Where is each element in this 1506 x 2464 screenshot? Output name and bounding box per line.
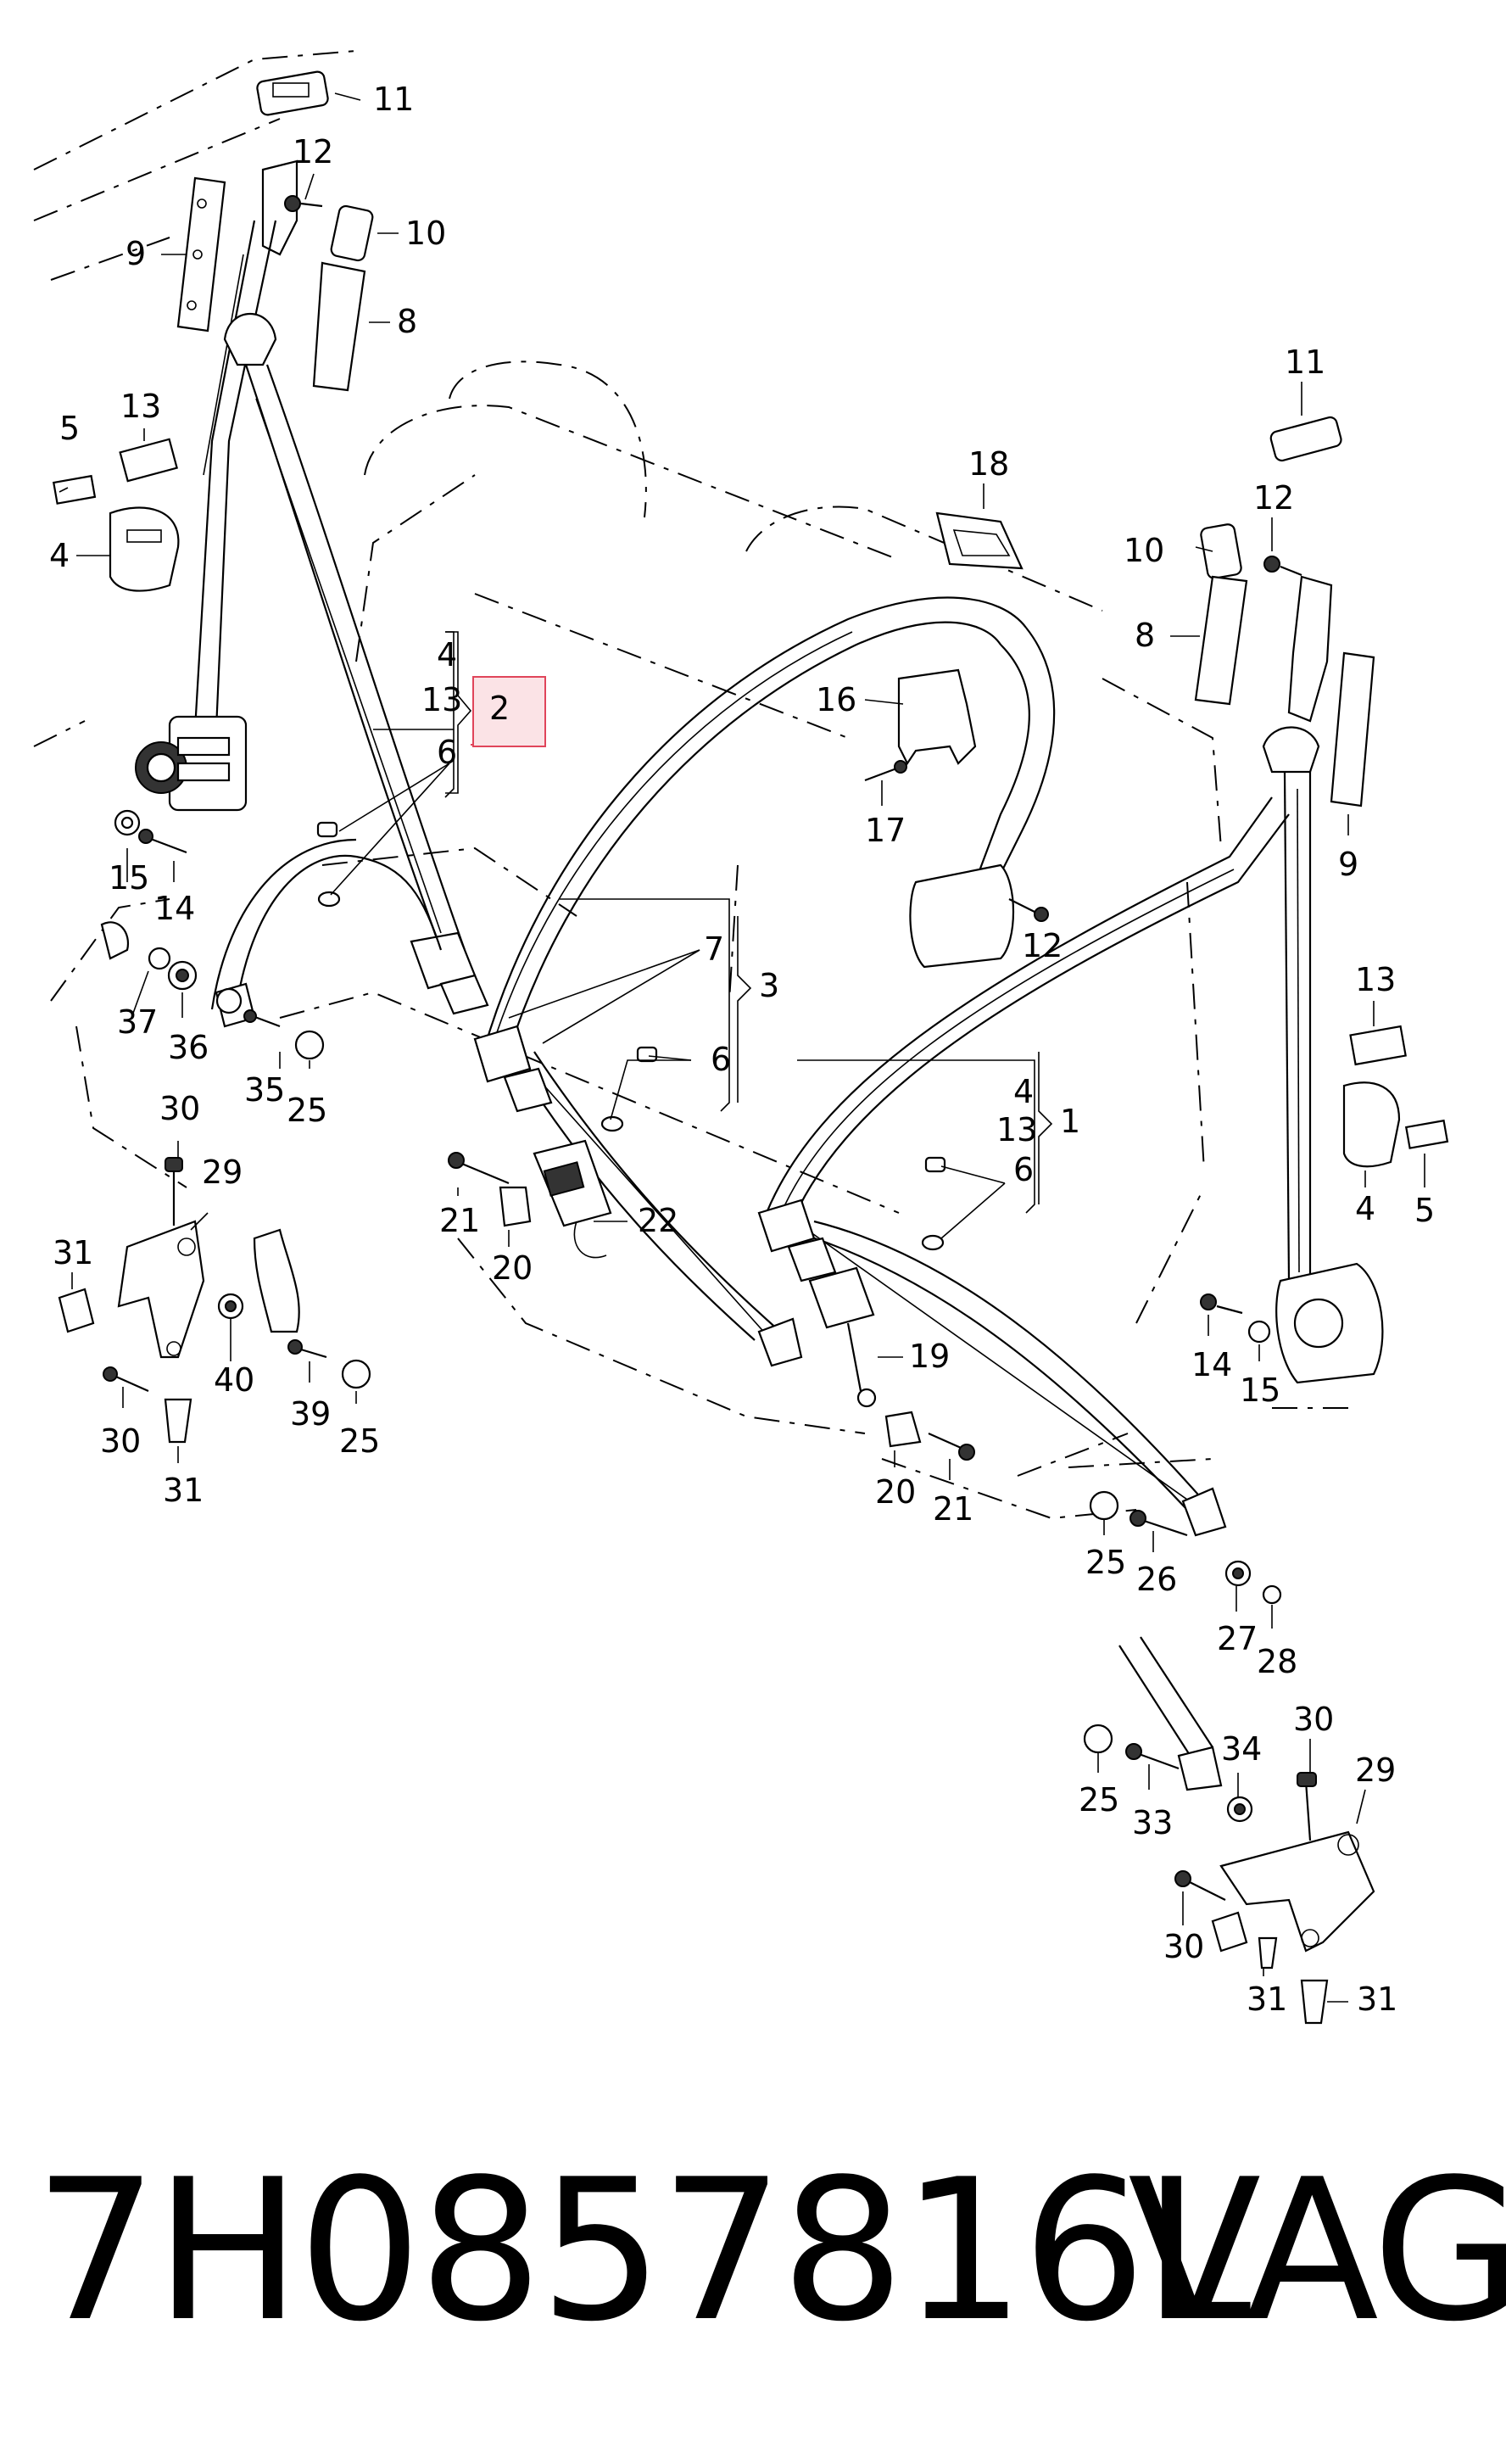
- callout-6: 6: [711, 1041, 731, 1078]
- right-belt-assembly: [757, 575, 1384, 1791]
- callout-12: 12: [293, 133, 333, 170]
- callout-18: 18: [968, 445, 1009, 483]
- callout-27: 27: [1217, 1620, 1258, 1657]
- callout-26: 26: [1136, 1561, 1177, 1598]
- callout-21: 21: [439, 1202, 480, 1239]
- callout-labels: 11 12 10 9 8 5 13 4 4 13 2 6 15 14 37 36…: [49, 81, 1435, 2018]
- callout-11: 11: [373, 81, 414, 118]
- callout-35: 35: [244, 1071, 285, 1109]
- callout-28: 28: [1257, 1643, 1297, 1680]
- callout-9: 9: [126, 235, 146, 272]
- right-trim-parts: [1083, 416, 1449, 2025]
- callout-8: 8: [1135, 617, 1155, 654]
- highlight-callout-2: [471, 676, 546, 747]
- callout-30: 30: [100, 1422, 141, 1460]
- leader-lines: [59, 92, 1425, 2003]
- callout-8: 8: [397, 303, 417, 340]
- callout-40: 40: [214, 1361, 254, 1399]
- callout-15: 15: [1240, 1372, 1280, 1409]
- callout-10: 10: [1124, 532, 1164, 569]
- callout-30: 30: [1163, 1928, 1204, 1965]
- callout-30: 30: [159, 1090, 200, 1127]
- callout-25: 25: [1079, 1781, 1119, 1819]
- bracket-4-13-6: [445, 631, 472, 794]
- callout-31: 31: [163, 1472, 204, 1509]
- callout-13: 13: [421, 681, 462, 718]
- callout-3: 3: [759, 967, 779, 1004]
- callout-13: 13: [1355, 961, 1396, 998]
- callout-13: 13: [120, 388, 161, 425]
- callout-1: 1: [1060, 1103, 1080, 1140]
- callout-33: 33: [1132, 1804, 1173, 1841]
- callout-12: 12: [1022, 927, 1063, 964]
- callout-6: 6: [437, 734, 457, 771]
- callout-39: 39: [290, 1395, 331, 1433]
- callout-4: 4: [1355, 1190, 1375, 1227]
- callout-5: 5: [1414, 1192, 1435, 1229]
- callout-36: 36: [168, 1029, 209, 1066]
- anchor-pins: [316, 821, 946, 1251]
- callout-29: 29: [1355, 1752, 1396, 1789]
- callout-19: 19: [909, 1338, 950, 1375]
- callout-14: 14: [154, 890, 195, 927]
- callout-31: 31: [1247, 1981, 1287, 2018]
- callout-10: 10: [405, 215, 446, 252]
- left-trim-parts: [52, 70, 374, 854]
- bracket-4-13-1: [1038, 1052, 1053, 1204]
- callout-25: 25: [1085, 1544, 1126, 1581]
- callout-14: 14: [1191, 1346, 1232, 1383]
- callout-20: 20: [492, 1249, 533, 1287]
- callout-30: 30: [1293, 1701, 1334, 1738]
- callout-22: 22: [638, 1202, 678, 1239]
- callout-13: 13: [996, 1111, 1037, 1148]
- vehicle-outline: [33, 50, 1357, 1520]
- callout-25: 25: [339, 1422, 380, 1460]
- callout-12: 12: [1253, 479, 1294, 517]
- callout-2: 2: [489, 690, 510, 727]
- callout-6: 6: [1013, 1151, 1034, 1188]
- callout-9: 9: [1338, 846, 1358, 883]
- seat-belt-exploded-diagram: 11 12 10 9 8 5 13 4 4 13 2 6 15 14 37 36…: [33, 50, 1449, 2025]
- callout-16: 16: [816, 681, 856, 718]
- brand-name: VAG: [1128, 2138, 1506, 2365]
- callout-15: 15: [109, 859, 149, 897]
- callout-21: 21: [933, 1490, 973, 1528]
- callout-7: 7: [704, 930, 724, 968]
- part-number: 7H0857816L: [34, 2138, 1252, 2365]
- callout-31: 31: [53, 1234, 93, 1271]
- callout-34: 34: [1221, 1730, 1262, 1768]
- callout-17: 17: [865, 812, 906, 849]
- centre-belt-assembly: [448, 511, 1056, 1367]
- callout-5: 5: [59, 410, 80, 447]
- callout-11: 11: [1285, 344, 1325, 381]
- callout-31: 31: [1357, 1981, 1397, 2018]
- callout-37: 37: [117, 1003, 158, 1041]
- callout-4: 4: [1013, 1073, 1034, 1110]
- callout-29: 29: [202, 1154, 243, 1191]
- left-belt-assembly: [135, 159, 489, 1333]
- bracket-7-3: [737, 916, 752, 1103]
- callout-4: 4: [49, 537, 70, 574]
- callout-4: 4: [437, 636, 457, 673]
- left-lower-anchor: [58, 921, 371, 1444]
- callout-25: 25: [287, 1092, 327, 1129]
- callout-20: 20: [875, 1473, 916, 1511]
